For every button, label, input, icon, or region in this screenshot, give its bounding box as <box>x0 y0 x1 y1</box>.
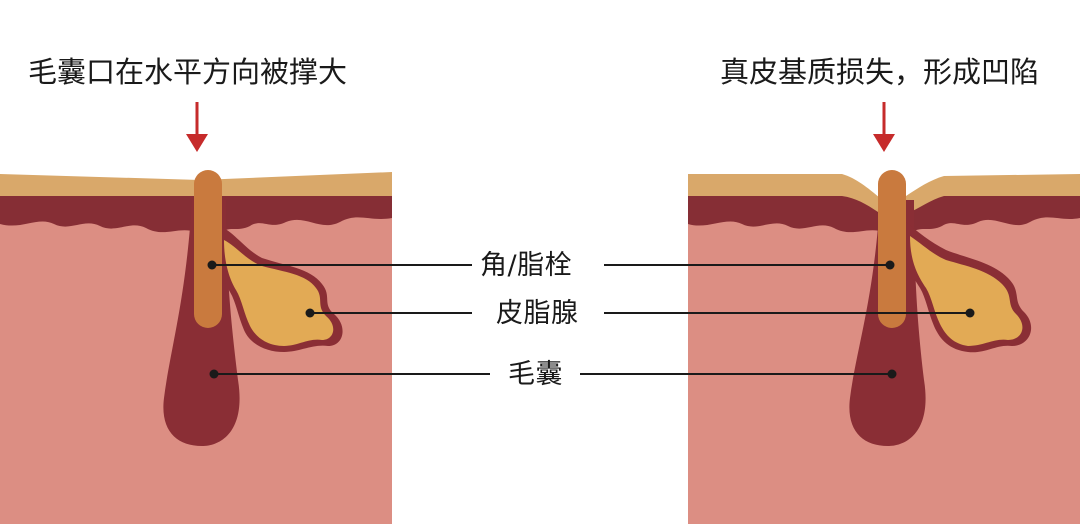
sebaceous-gland-label: 皮脂腺 <box>496 298 579 329</box>
gland-dot-left <box>305 308 315 318</box>
right-arrow-icon <box>873 102 895 152</box>
leader-dots <box>207 260 975 379</box>
follicle-dot-left <box>209 369 219 379</box>
right-epidermis <box>688 174 1080 217</box>
right-skin-panel <box>688 170 1080 524</box>
left-skin-panel <box>0 170 392 524</box>
left-sebaceous-gland <box>224 240 334 346</box>
right-sebaceous-gland <box>910 236 1023 346</box>
right-title: 真皮基质损失，形成凹陷 <box>720 55 1040 89</box>
right-keratin-plug <box>878 170 906 328</box>
follicle-dot-right <box>887 369 897 379</box>
left-keratin-plug <box>194 170 222 328</box>
plug-dot-right <box>885 260 895 270</box>
left-arrow-icon <box>186 102 208 152</box>
plug-label: 角/脂栓 <box>480 250 573 281</box>
left-title: 毛囊口在水平方向被撑大 <box>28 55 348 89</box>
follicle-label: 毛囊 <box>508 359 563 390</box>
gland-dot-right <box>965 308 975 318</box>
leader-lines <box>212 264 970 375</box>
plug-dot-left <box>207 260 217 270</box>
